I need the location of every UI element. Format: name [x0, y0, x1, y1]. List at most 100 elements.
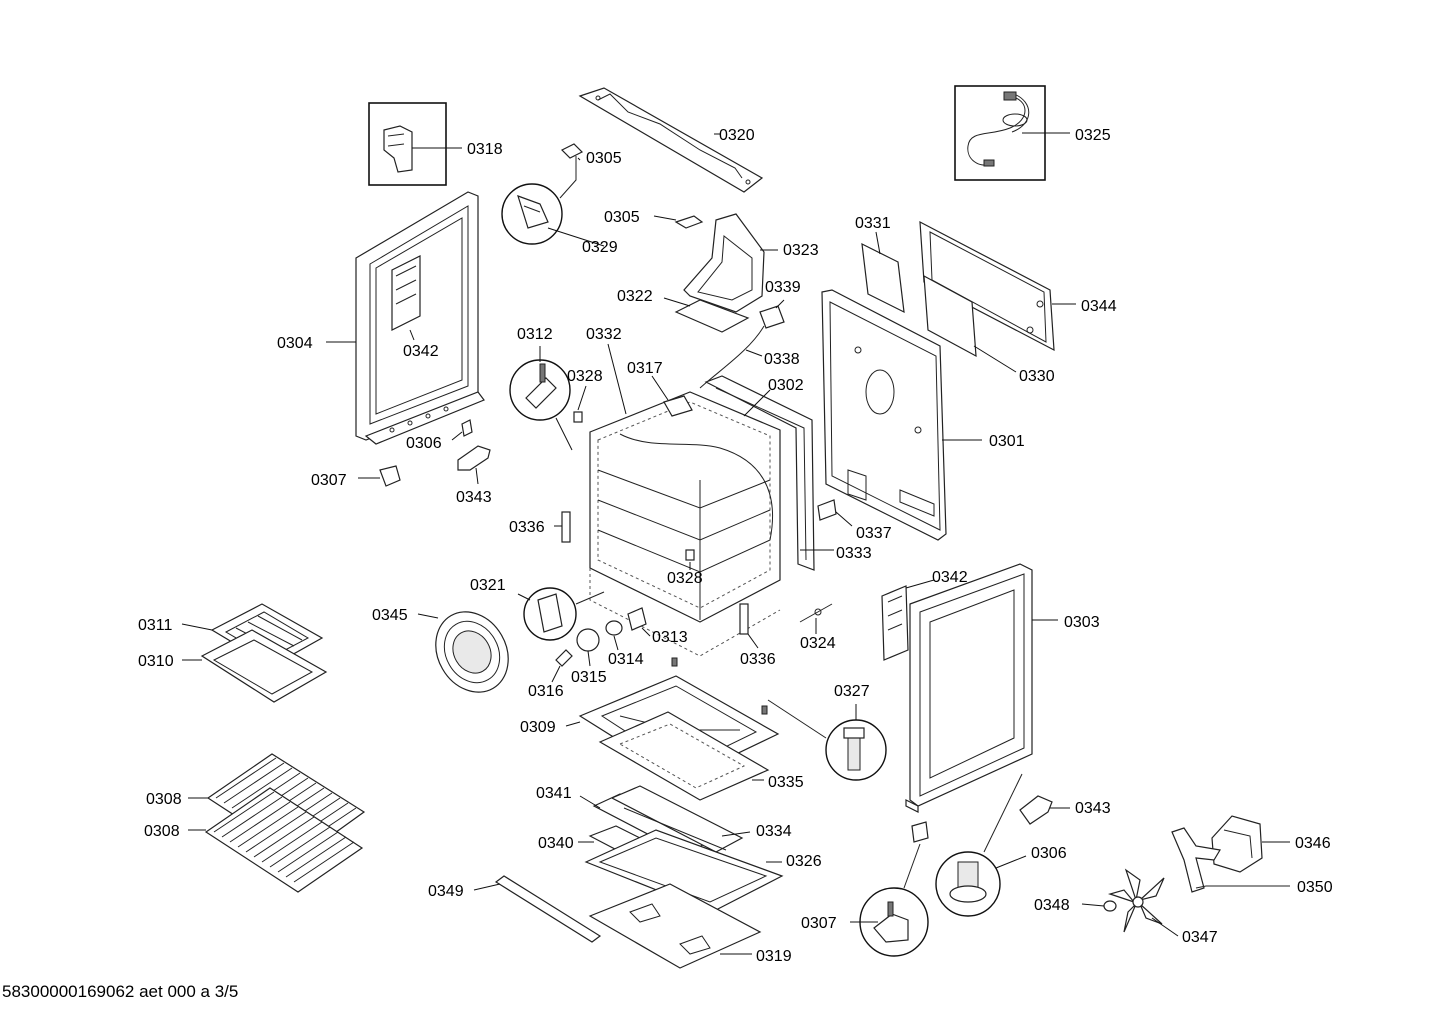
label-0344: 0344: [1081, 298, 1117, 315]
part-0313-lamp-socket[interactable]: [627, 607, 651, 637]
label-0319: 0319: [756, 948, 792, 965]
label-0345: 0345: [372, 607, 408, 624]
label-0328-upper: 0328: [567, 368, 603, 385]
label-0328-lower: 0328: [667, 570, 703, 587]
label-0334: 0334: [756, 823, 792, 840]
label-0342-left: 0342: [403, 343, 439, 360]
part-0343-clip-right[interactable]: [1019, 795, 1070, 825]
label-0339: 0339: [765, 279, 801, 296]
label-0346: 0346: [1295, 835, 1331, 852]
part-0342-bracket-left[interactable]: [409, 329, 415, 341]
document-code-footer: 58300000169062 aet 000 a 3/5: [2, 982, 239, 1001]
part-0346-fan-motor[interactable]: [1171, 815, 1290, 893]
part-0344-rear-cover[interactable]: [919, 220, 1076, 352]
callout-labels: 0318 0305 0320 0325 0305 0329 0323 0331 …: [138, 127, 1333, 965]
part-0347-fan-blade[interactable]: [1107, 868, 1179, 937]
label-0336-right: 0336: [740, 651, 776, 668]
part-0304-side-panel-left[interactable]: [326, 191, 485, 445]
part-0349-trim-strip[interactable]: [473, 875, 602, 943]
label-0348: 0348: [1034, 897, 1070, 914]
label-0342-right: 0342: [932, 569, 968, 586]
part-0305-connector-mid[interactable]: [653, 215, 704, 229]
label-0306-right: 0306: [1031, 845, 1067, 862]
label-0305-mid: 0305: [604, 209, 640, 226]
part-0348-nut[interactable]: [1081, 900, 1117, 912]
part-0315-lamp-cover[interactable]: [576, 628, 600, 667]
part-0333-gasket[interactable]: [619, 433, 834, 551]
part-0321-detail-circle[interactable]: [517, 587, 605, 641]
part-0306-leveling-foot-right[interactable]: [935, 773, 1027, 917]
part-0305-connector-top[interactable]: [559, 143, 584, 199]
label-0306-left: 0306: [406, 435, 442, 452]
label-0307-left: 0307: [311, 472, 347, 489]
label-0343-left: 0343: [456, 489, 492, 506]
part-0319-bottom-cover[interactable]: [588, 883, 762, 969]
part-0328-clip-upper[interactable]: [573, 385, 587, 423]
label-0308-lower: 0308: [144, 823, 180, 840]
part-0324-sensor-rod[interactable]: [799, 603, 833, 634]
part-0306-leveling-foot-left[interactable]: [451, 419, 473, 441]
part-0345-fan-cover[interactable]: [417, 599, 522, 706]
label-0314: 0314: [608, 651, 644, 668]
label-0324: 0324: [800, 635, 836, 652]
part-0312-detail-circle[interactable]: [509, 346, 573, 451]
label-0312: 0312: [517, 326, 553, 343]
part-0320-top-cover-strip[interactable]: [578, 87, 764, 193]
label-0337: 0337: [856, 525, 892, 542]
label-0329: 0329: [582, 239, 618, 256]
label-0338: 0338: [764, 351, 800, 368]
label-0335: 0335: [768, 774, 804, 791]
part-0308-oven-rack-lower[interactable]: [188, 787, 364, 893]
part-0310-drip-pan[interactable]: [182, 629, 328, 703]
part-0338-wire[interactable]: [699, 325, 765, 389]
part-0332-oven-cavity[interactable]: [589, 343, 781, 657]
part-0322-mounting-plate[interactable]: [663, 297, 750, 333]
part-0307-hinge-right[interactable]: [850, 821, 929, 957]
label-0304: 0304: [277, 335, 313, 352]
label-0305-top: 0305: [586, 150, 622, 167]
part-0307-hinge-left[interactable]: [358, 465, 401, 487]
part-0302-front-frame[interactable]: [704, 375, 815, 571]
label-0308-upper: 0308: [146, 791, 182, 808]
part-0336-rail-left[interactable]: [554, 511, 571, 543]
part-0328-clip-lower[interactable]: [685, 549, 695, 570]
part-0343-clip-left[interactable]: [457, 445, 491, 485]
part-0318-boxed-detail[interactable]: [368, 102, 462, 186]
part-0331-rear-plate[interactable]: [861, 231, 905, 314]
label-0302: 0302: [768, 377, 804, 394]
label-0322: 0322: [617, 288, 653, 305]
part-0317-thermostat[interactable]: [651, 375, 693, 417]
part-0327-screw-detail[interactable]: [767, 699, 887, 781]
part-0301-rear-panel[interactable]: [821, 289, 982, 541]
part-0329-detail-circle[interactable]: [501, 183, 605, 247]
label-0307-right: 0307: [801, 915, 837, 932]
part-0336-rail-right[interactable]: [739, 603, 759, 649]
label-0313: 0313: [652, 629, 688, 646]
part-0337-switch[interactable]: [817, 499, 853, 527]
part-0314-lamp-holder[interactable]: [605, 620, 623, 651]
label-0315: 0315: [571, 669, 607, 686]
label-0327: 0327: [834, 683, 870, 700]
part-0323-fan-cowl[interactable]: [683, 213, 778, 313]
label-0323: 0323: [783, 242, 819, 259]
part-0339-sensor[interactable]: [759, 299, 785, 329]
part-0334-base-bracket[interactable]: [610, 785, 751, 853]
label-0316: 0316: [528, 683, 564, 700]
label-0326: 0326: [786, 853, 822, 870]
label-0347: 0347: [1182, 929, 1218, 946]
label-0318: 0318: [467, 141, 503, 158]
label-0332: 0332: [586, 326, 622, 343]
part-0325-boxed-cable[interactable]: [954, 85, 1070, 181]
label-0325: 0325: [1075, 127, 1111, 144]
label-0303: 0303: [1064, 614, 1100, 631]
part-0303-side-panel-right[interactable]: [905, 563, 1058, 813]
label-0341: 0341: [536, 785, 572, 802]
label-0321: 0321: [470, 577, 506, 594]
part-0335-bottom-heater[interactable]: [598, 711, 770, 801]
label-0310: 0310: [138, 653, 174, 670]
part-0316-seal[interactable]: [551, 649, 573, 683]
label-0320: 0320: [719, 127, 755, 144]
part-0342-bracket-right[interactable]: [881, 579, 935, 661]
part-0330-cover-plate[interactable]: [923, 274, 1017, 373]
